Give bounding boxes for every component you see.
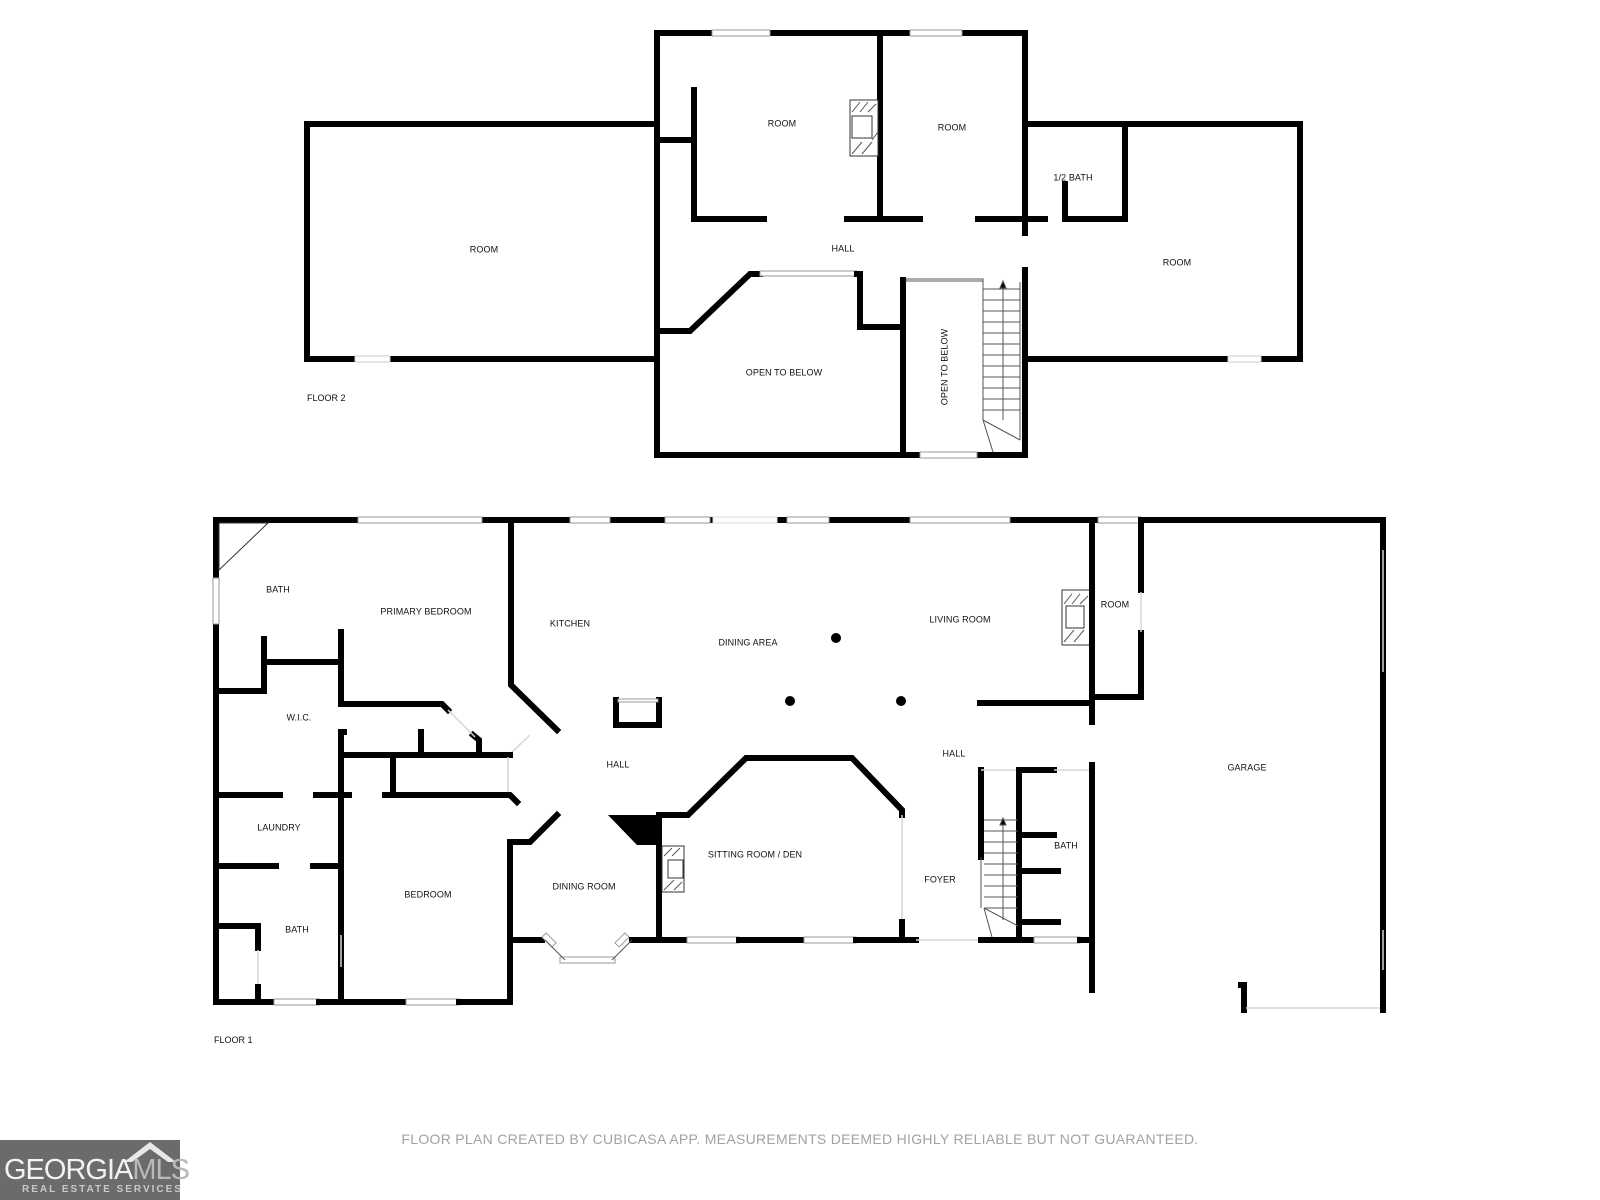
floor-1-plan: BATH PRIMARY BEDROOM W.I.C. LAUNDRY BATH… [212, 516, 1386, 1045]
logo-wordmark: GEORGIAMLS [4, 1154, 190, 1187]
room-label: OPEN TO BELOW [939, 328, 949, 405]
room-label: W.I.C. [286, 712, 311, 722]
column-icon [896, 696, 906, 706]
room-label: ROOM [1163, 257, 1191, 267]
staircase-icon [905, 278, 1021, 453]
room-label: LAUNDRY [257, 822, 301, 832]
column-icon [831, 633, 841, 643]
room-label: ROOM [1101, 599, 1129, 609]
floor-1-label: FLOOR 1 [214, 1035, 253, 1045]
room-label: PRIMARY BEDROOM [380, 606, 471, 616]
logo-accent-text: MLS [132, 1154, 190, 1186]
room-label: OPEN TO BELOW [746, 367, 823, 377]
room-label: KITCHEN [550, 618, 590, 628]
room-label: HALL [832, 243, 855, 253]
logo-subtitle: REAL ESTATE SERVICES [22, 1184, 183, 1195]
disclaimer-text: FLOOR PLAN CREATED BY CUBICASA APP. MEAS… [401, 1131, 1199, 1147]
room-label: FOYER [924, 874, 956, 884]
logo-main-text: GEORGIA [4, 1154, 133, 1186]
room-label: ROOM [938, 122, 966, 132]
room-label: SITTING ROOM / DEN [708, 849, 802, 859]
room-label: BEDROOM [404, 889, 451, 899]
room-label: LIVING ROOM [929, 614, 990, 624]
room-label: HALL [943, 748, 966, 758]
room-label: BATH [1054, 840, 1078, 850]
floor-2-label: FLOOR 2 [307, 393, 346, 403]
room-label: BATH [266, 584, 290, 594]
room-label: GARAGE [1227, 762, 1266, 772]
room-label: BATH [285, 924, 309, 934]
georgia-mls-logo: GEORGIAMLS REAL ESTATE SERVICES [0, 1140, 190, 1200]
bathtub-icon [218, 522, 270, 572]
room-label: DINING AREA [718, 637, 777, 647]
staircase-icon [980, 816, 1019, 938]
floor-2-plan: ROOM ROOM ROOM 1/2 BATH ROOM HALL OPEN T… [304, 29, 1303, 459]
roof-icon [124, 1142, 176, 1162]
column-icon [785, 696, 795, 706]
room-label: 1/2 BATH [1053, 172, 1092, 182]
room-label: ROOM [470, 244, 498, 254]
room-label: ROOM [768, 118, 796, 128]
room-label: HALL [607, 759, 630, 769]
room-label: DINING ROOM [552, 881, 615, 891]
